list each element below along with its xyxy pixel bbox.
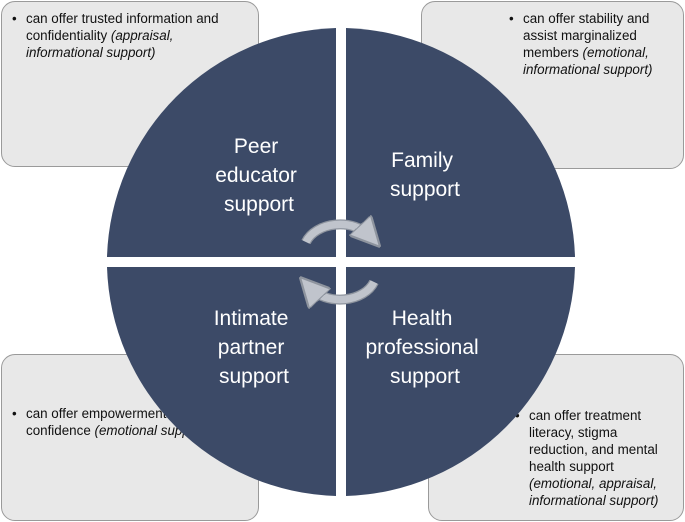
quadrant-label-peer-educator: Peer educator support xyxy=(215,135,303,216)
callout-bullet: can offer trusted information and confid… xyxy=(12,10,248,61)
quadrant-peer-educator xyxy=(107,28,336,257)
callout-bullet: can offer stability and assist marginali… xyxy=(509,10,673,78)
quadrant-intimate-partner xyxy=(107,267,336,496)
quadrant-family xyxy=(346,28,575,257)
quadrant-label-family: Family support xyxy=(390,149,460,201)
quadrant-health-professional xyxy=(346,267,575,496)
callout-bullet: can offer treatment literacy, stigma red… xyxy=(515,407,673,509)
quadrant-label-intimate-partner: Intimate partner support xyxy=(214,307,295,388)
cycle-arrows-icon xyxy=(306,224,374,299)
quadrant-label-health-professional: Health professional support xyxy=(365,307,484,388)
